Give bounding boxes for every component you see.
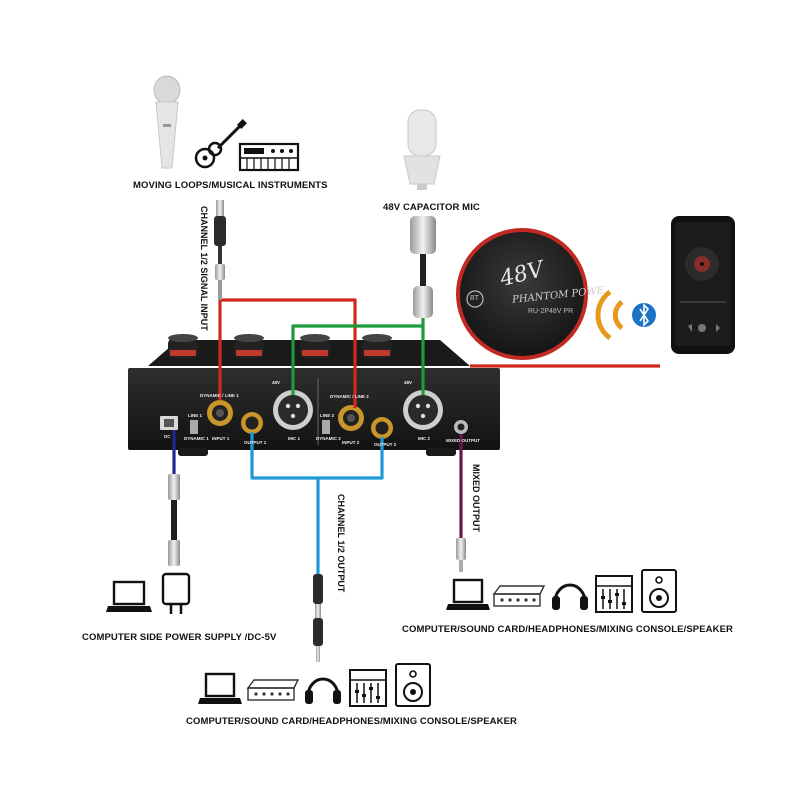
power-supply-label: COMPUTER SIDE POWER SUPPLY /DC-5V [82,632,277,643]
switch-1 [190,420,198,434]
sound-card-icon-right [492,585,546,607]
knob-3 [300,334,330,358]
panel-mic-1: MIC 1 [288,436,301,441]
panel-input-2: INPUT 2 [342,440,360,445]
instrument-jack-plug [214,200,226,300]
panel-dynamic-line-1: DYNAMIC / LINE 1 [200,393,239,398]
xlr-cable [410,216,436,318]
panel-dc: DC [164,434,171,439]
laptop-icon-bottom [198,672,242,704]
panel-mic-2: MIC 2 [418,436,431,441]
badge-bt: BT [470,295,479,302]
panel-input-1: INPUT 1 [212,436,230,441]
outputs-right-label: COMPUTER/SOUND CARD/HEADPHONES/MIXING CO… [402,624,733,635]
panel-output-1: OUTPUT 1 [244,440,267,445]
knob-4 [362,334,392,358]
laptop-icon-left [106,580,152,612]
panel-dynamic-1: DYNAMIC 1 [184,436,209,441]
headphones-icon-bottom [305,677,341,704]
panel-dynamic-line-2: DYNAMIC / LINE 2 [330,394,369,399]
wires [172,298,660,574]
panel-output-2: OUTPUT 2 [374,442,397,447]
audio-interface-device [128,368,500,456]
guitar-icon [194,119,247,169]
usb-cable [168,474,180,566]
channel-output-label: CHANNEL 1/2 OUTPUT [336,494,346,593]
capacitor-mic-icon [403,109,441,190]
speaker-icon-bottom [395,663,431,707]
panel-mixed-output: MIXED OUTPUT [446,438,481,443]
mixed-output-label: MIXED OUTPUT [471,464,481,533]
headphones-icon-right [552,583,588,610]
device-knobs [148,334,470,366]
badge-model: RU-2P48V PR [528,308,574,315]
mixed-output-plug [456,538,466,572]
panel-line-1: LINE 1 [188,413,203,418]
mixing-console-icon-bottom [349,669,387,707]
knob-2 [234,334,264,358]
48v-zoom-badge [456,228,588,360]
laptop-icon-right [446,578,490,610]
wire-input [218,298,357,408]
panel-48v-1: 48V [272,380,281,385]
channel-input-label: CHANNEL 1/2 SIGNAL INPUT [199,206,209,331]
capacitor-mic-label: 48V CAPACITOR MIC [383,202,480,213]
wire-mic [291,324,425,395]
speaker-icon-right [641,569,677,613]
panel-48v-2: 48V [404,380,413,385]
outputs-bottom-label: COMPUTER/SOUND CARD/HEADPHONES/MIXING CO… [186,716,517,727]
keyboard-icon [238,142,300,172]
switch-2 [322,420,330,434]
sound-card-icon-bottom [246,679,300,701]
power-adapter-icon [161,572,191,614]
handheld-mic-icon [153,75,181,169]
bluetooth-signal-icon [595,289,656,341]
instruments-label: MOVING LOOPS/MUSICAL INSTRUMENTS [133,180,328,191]
knob-1 [168,334,198,358]
panel-line-2: LINE 2 [320,413,335,418]
smartphone-icon [671,216,735,354]
output-jack-cable [313,574,323,662]
mixing-console-icon-right [595,575,633,613]
panel-dynamic-2: DYNAMIC 2 [316,436,341,441]
